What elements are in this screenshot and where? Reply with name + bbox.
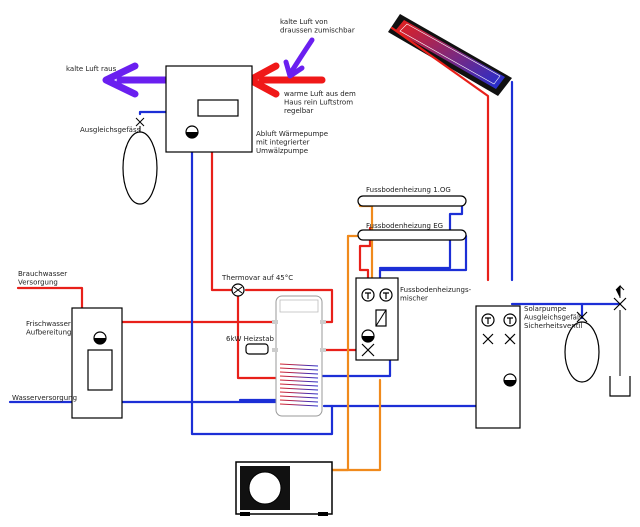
label-thermovar: Thermovar auf 45°C bbox=[221, 274, 293, 282]
label-cold-air-out: kalte Luft raus bbox=[66, 65, 117, 73]
solar-collector bbox=[388, 14, 512, 96]
tank-coil bbox=[279, 363, 319, 407]
fresh-water-unit bbox=[71, 307, 123, 419]
thermovar-valve bbox=[231, 283, 245, 297]
solar-station bbox=[475, 305, 521, 429]
safety-valve bbox=[609, 284, 631, 397]
label-floor-heating-og: Fussbodenheizung 1.OG bbox=[366, 186, 451, 194]
fan-icon bbox=[248, 471, 282, 505]
label-expansion-vessel: Ausgleichsgefäss bbox=[80, 126, 141, 134]
air-arrows bbox=[102, 37, 326, 98]
floor-mixer-group bbox=[355, 277, 399, 361]
floor-heating-registers bbox=[357, 195, 467, 241]
outdoor-unit bbox=[235, 461, 333, 516]
label-water-supply: Wasserversorgung bbox=[12, 394, 77, 402]
outside-air-arrow bbox=[287, 37, 315, 77]
heat-pump-unit bbox=[165, 65, 253, 153]
label-heating-rod: 6kW Heizstab bbox=[226, 335, 275, 343]
heating-rod-icon bbox=[245, 343, 269, 355]
storage-tank bbox=[245, 295, 326, 417]
label-floor-heating-eg: Fussbodenheizung EG bbox=[366, 222, 443, 230]
label-floor-mixer: Fussbodenheizungs-mischer bbox=[400, 286, 472, 303]
expansion-vessel bbox=[122, 117, 158, 205]
solar-expansion-vessel bbox=[564, 311, 600, 383]
